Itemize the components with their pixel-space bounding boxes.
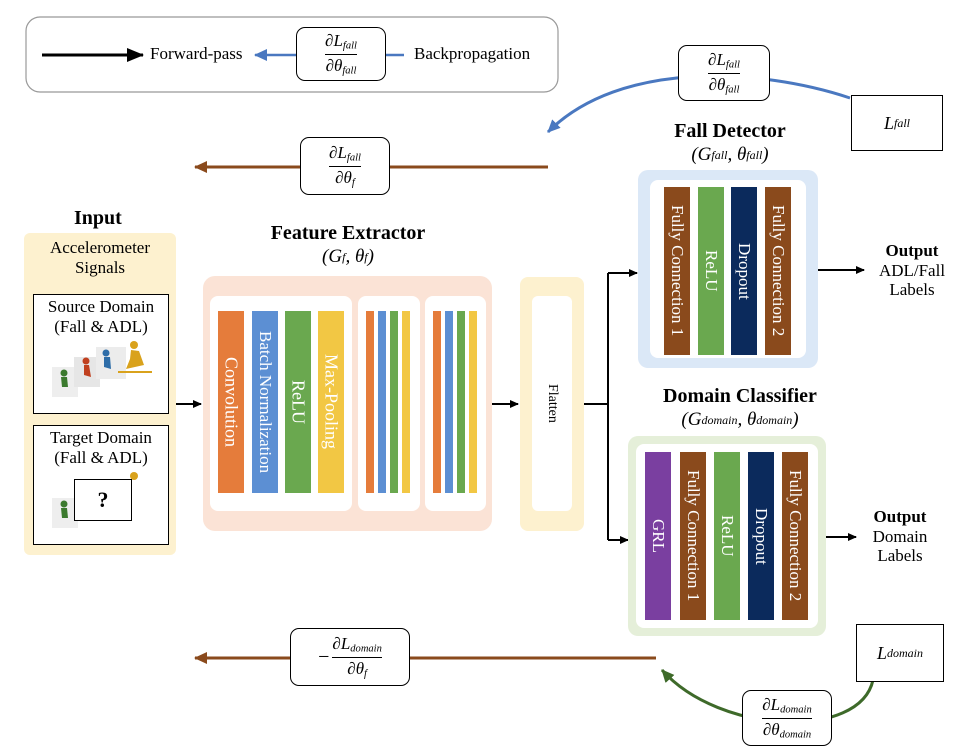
domain-loss-symbol: L bbox=[876, 642, 887, 663]
convolution-label: Convolution bbox=[221, 356, 242, 447]
mini-batch-norm-bar-2 bbox=[445, 311, 453, 493]
batch-norm-label: Batch Normalization bbox=[256, 330, 275, 474]
legend-backprop-label: Backpropagation bbox=[414, 44, 531, 63]
input-signals-label: Accelerometer Signals bbox=[24, 238, 176, 279]
domain-dropout-layer: Dropout bbox=[748, 452, 774, 620]
fall-fc2-label: Fully Connection 2 bbox=[769, 205, 788, 337]
fall-detector-title: Fall Detector bbox=[674, 120, 786, 142]
flatten-block: Flatten bbox=[532, 296, 572, 511]
domain-output-line-1: Domain bbox=[872, 526, 928, 546]
convolution-layer: Convolution bbox=[218, 311, 244, 493]
fall-fc1-layer: Fully Connection 1 bbox=[664, 187, 690, 355]
legend-grad-box: ∂Lfall∂θfall bbox=[296, 27, 386, 81]
unknown-sample: ? bbox=[74, 479, 132, 521]
target-line-2: (Fall & ADL) bbox=[54, 448, 148, 468]
domain-fc2-label: Fully Connection 2 bbox=[786, 470, 805, 602]
domain-output: Output Domain Labels bbox=[850, 507, 950, 566]
grl-label: GRL bbox=[649, 519, 668, 553]
source-domain-box: Source Domain (Fall & ADL) bbox=[33, 294, 169, 414]
fall-relu-label: ReLU bbox=[702, 250, 721, 292]
extractor-domain-grad-box: − ∂Ldomain∂θf bbox=[290, 628, 410, 686]
relu-label: ReLU bbox=[288, 380, 309, 424]
fall-output: Output ADL/Fall Labels bbox=[862, 241, 962, 300]
domain-dropout-label: Dropout bbox=[752, 507, 771, 565]
max-pooling-layer: Max-Pooling bbox=[318, 311, 344, 493]
domain-relu-layer: ReLU bbox=[714, 452, 740, 620]
target-line-1: Target Domain bbox=[50, 428, 152, 447]
fall-grad-box: ∂Lfall∂θfall bbox=[678, 45, 770, 101]
fall-relu-layer: ReLU bbox=[698, 187, 724, 355]
mini-max-pooling-bar bbox=[402, 311, 410, 493]
feature-extractor-title: Feature Extractor bbox=[270, 222, 426, 244]
fall-output-line-1: ADL/Fall bbox=[878, 260, 946, 280]
domain-classifier-title: Domain Classifier bbox=[663, 385, 817, 407]
fall-loss-subscript: fall bbox=[894, 115, 911, 130]
source-line-1: Source Domain bbox=[47, 297, 155, 316]
fall-fc1-label: Fully Connection 1 bbox=[668, 205, 687, 337]
domain-loss-subscript: domain bbox=[887, 645, 923, 660]
mini-relu-bar bbox=[390, 311, 398, 493]
domain-grad-box: ∂Ldomain∂θdomain bbox=[742, 690, 832, 746]
fall-dropout-layer: Dropout bbox=[731, 187, 757, 355]
mini-batch-norm-bar bbox=[378, 311, 386, 493]
domain-fc1-label: Fully Connection 1 bbox=[684, 470, 703, 602]
fall-fc2-layer: Fully Connection 2 bbox=[765, 187, 791, 355]
target-domain-box: Target Domain (Fall & ADL) ? bbox=[33, 425, 169, 545]
mini-relu-bar-2 bbox=[457, 311, 465, 493]
extractor-fall-grad-box: ∂Lfall∂θf bbox=[300, 137, 390, 195]
fall-loss-symbol: L bbox=[883, 112, 894, 133]
fall-dropout-label: Dropout bbox=[735, 242, 754, 300]
fall-output-line-2: Labels bbox=[889, 280, 935, 300]
domain-output-title: Output bbox=[873, 507, 927, 526]
grl-layer: GRL bbox=[645, 452, 671, 620]
domain-fc2-layer: Fully Connection 2 bbox=[782, 452, 808, 620]
fall-pictogram-icon bbox=[52, 341, 152, 397]
mini-convolution-bar-2 bbox=[433, 311, 441, 493]
relu-layer: ReLU bbox=[285, 311, 311, 493]
flatten-label: Flatten bbox=[545, 384, 560, 423]
domain-relu-label: ReLU bbox=[718, 515, 737, 557]
input-title: Input bbox=[74, 207, 122, 229]
batch-norm-layer: Batch Normalization bbox=[252, 311, 278, 493]
domain-output-line-2: Labels bbox=[877, 546, 923, 566]
mini-convolution-bar bbox=[366, 311, 374, 493]
max-pooling-label: Max-Pooling bbox=[321, 354, 342, 450]
fall-output-title: Output bbox=[885, 241, 939, 260]
mini-max-pooling-bar-2 bbox=[469, 311, 477, 493]
signals-line-1: Accelerometer bbox=[49, 238, 151, 257]
legend-forward-label: Forward-pass bbox=[150, 44, 243, 63]
source-line-2: (Fall & ADL) bbox=[54, 317, 148, 337]
signals-line-2: Signals bbox=[74, 258, 126, 278]
unknown-pictogram-icon bbox=[52, 472, 138, 528]
domain-fc1-layer: Fully Connection 1 bbox=[680, 452, 706, 620]
